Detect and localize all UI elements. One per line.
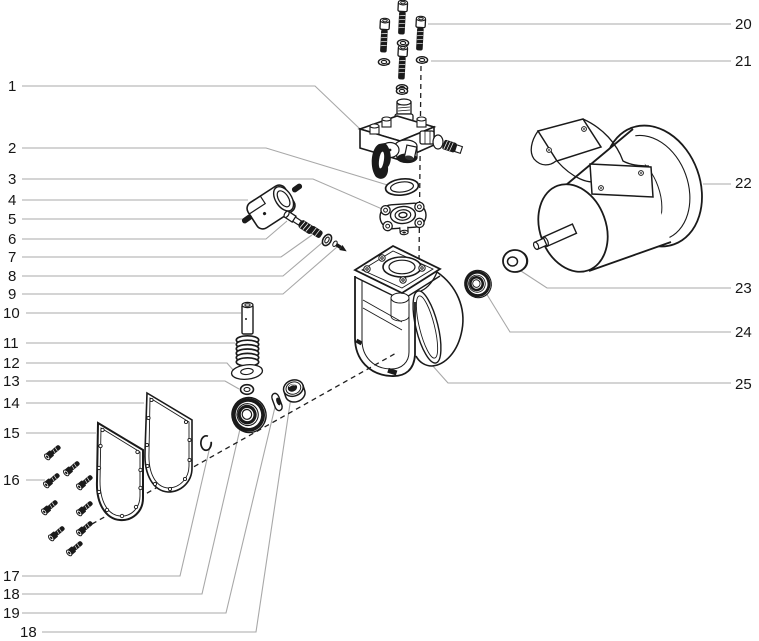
callout-4: 4 <box>8 192 16 209</box>
callout-18: 18 <box>3 586 20 603</box>
o-ring <box>321 233 333 247</box>
callout-7: 7 <box>8 249 16 266</box>
o-ring-small <box>239 383 255 396</box>
callout-24: 24 <box>735 324 752 341</box>
callout-21: 21 <box>735 53 752 70</box>
motor-shaft <box>532 223 578 251</box>
callout-23: 23 <box>735 280 752 297</box>
callout-1: 1 <box>8 78 16 95</box>
valve-body <box>246 184 296 230</box>
key <box>271 392 283 412</box>
side-fitting <box>403 130 464 161</box>
callout-3: 3 <box>8 171 16 188</box>
spacer-washer <box>502 249 529 273</box>
piston-pin <box>241 301 254 335</box>
pump-head-manifold <box>357 86 464 179</box>
callout-11: 11 <box>3 335 19 352</box>
callout-14: 14 <box>3 395 20 412</box>
callout-labels: 1 2 3 4 5 6 7 8 9 10 11 12 13 14 15 16 1… <box>3 16 752 641</box>
seal-ring <box>384 177 420 197</box>
cover-screws <box>39 443 95 558</box>
front-cover <box>95 421 144 522</box>
valve-spacer <box>309 226 323 238</box>
bushing-bearing <box>282 379 306 403</box>
electric-motor <box>530 118 703 273</box>
vertical-axis-dashed <box>418 65 422 263</box>
callout-12: 12 <box>3 355 20 372</box>
callout-13: 13 <box>3 373 20 390</box>
callout-16: 16 <box>3 472 20 489</box>
washer <box>230 364 264 380</box>
outlet-flange <box>379 201 427 236</box>
callout-19: 19 <box>3 605 20 622</box>
callout-17: 17 <box>3 568 20 585</box>
mounting-strap <box>530 118 654 198</box>
callout-5: 5 <box>8 211 16 228</box>
front-bearing <box>459 265 497 303</box>
top-ports <box>369 116 427 135</box>
retaining-ring <box>200 435 213 452</box>
callout-2: 2 <box>8 140 16 157</box>
callout-9: 9 <box>8 286 16 303</box>
callout-10: 10 <box>3 305 20 322</box>
valve-plunger <box>283 210 315 234</box>
callout-18-second: 18 <box>20 624 37 641</box>
valve-stem <box>332 240 347 252</box>
leader-lines <box>22 23 731 633</box>
callout-6: 6 <box>8 231 16 248</box>
drive-housing <box>353 244 464 377</box>
callout-25: 25 <box>735 376 752 393</box>
spring <box>235 334 260 368</box>
drain-valve-handle <box>371 141 400 179</box>
callout-8: 8 <box>8 268 16 285</box>
callout-22: 22 <box>735 175 752 192</box>
callout-15: 15 <box>3 425 20 442</box>
cover-gasket <box>144 391 193 493</box>
ball-bearing <box>225 391 273 439</box>
callout-20: 20 <box>735 16 752 33</box>
